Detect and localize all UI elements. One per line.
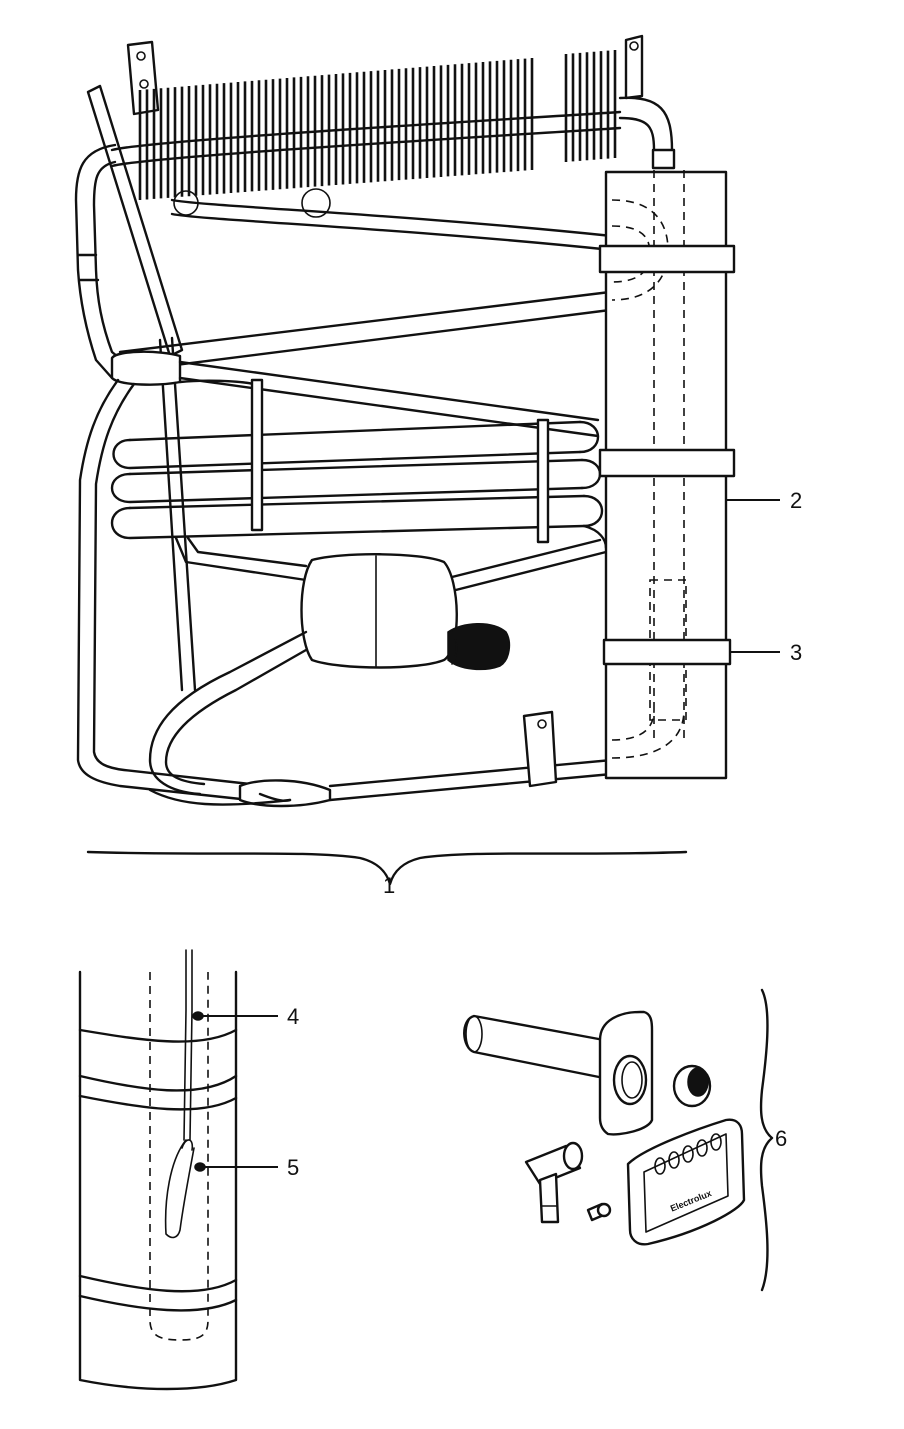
callout-label-4: 4 bbox=[287, 1004, 299, 1029]
lower-return-pipe bbox=[76, 378, 252, 802]
group-brace-right bbox=[759, 988, 774, 1292]
control-panel-part: Electrolux bbox=[626, 1118, 746, 1246]
mounting-bracket-right bbox=[624, 34, 644, 100]
callout-label-5: 5 bbox=[287, 1155, 299, 1180]
group-brace bbox=[86, 850, 688, 886]
cap-part bbox=[672, 1064, 712, 1108]
upper-crossover-tube bbox=[170, 188, 614, 252]
condenser-fins bbox=[138, 50, 617, 200]
absorber-coils bbox=[111, 378, 608, 550]
return-pipe-left bbox=[74, 143, 126, 380]
boiler-housing bbox=[598, 170, 736, 780]
boiler-detail bbox=[78, 949, 238, 1391]
mounting-bracket-left bbox=[126, 40, 160, 116]
bottom-connection-tubes bbox=[148, 710, 614, 808]
condenser-tube bbox=[110, 96, 676, 170]
crossing-tubes bbox=[110, 290, 612, 438]
screw-part bbox=[586, 1202, 612, 1222]
glow-plug-part bbox=[194, 1162, 206, 1172]
accessory-kit: Electrolux bbox=[463, 988, 774, 1292]
support-rod bbox=[86, 84, 197, 692]
reservoir-tank bbox=[148, 536, 608, 796]
callout-label-6: 6 bbox=[775, 1126, 787, 1151]
callout-label-2: 2 bbox=[790, 488, 802, 513]
switch-buttons bbox=[654, 1133, 722, 1175]
cooling-unit-assembly bbox=[74, 34, 736, 886]
callouts: 1 2 3 4 5 6 bbox=[200, 488, 802, 1180]
key-part bbox=[524, 1141, 584, 1224]
callout-label-1: 1 bbox=[383, 873, 395, 898]
callout-label-3: 3 bbox=[790, 640, 802, 665]
burner-tube-part bbox=[463, 1010, 654, 1136]
